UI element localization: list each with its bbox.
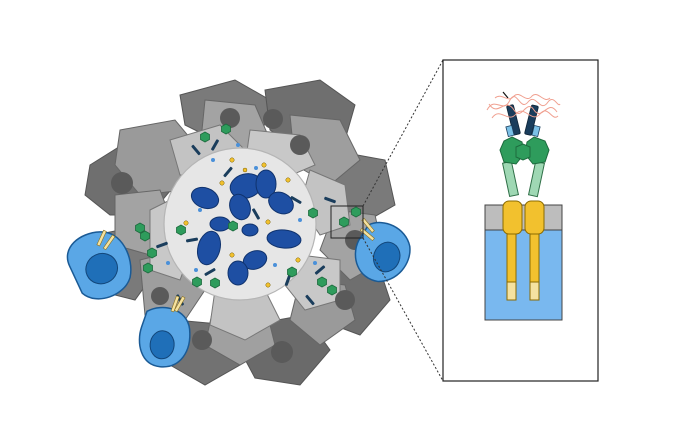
green-protein — [317, 276, 327, 288]
blue-dot — [211, 158, 215, 162]
cell-nucleus — [271, 341, 293, 363]
blue-dot — [194, 268, 198, 272]
yellow-dot — [219, 180, 225, 186]
blue-body — [266, 229, 302, 249]
cell-nucleus — [192, 330, 212, 350]
blue-body — [227, 260, 249, 286]
target-cell-membrane — [484, 204, 563, 231]
blue-dot — [298, 218, 302, 222]
cell-nucleus — [335, 290, 355, 310]
blue-body — [255, 169, 277, 199]
cell-nucleus — [111, 172, 133, 194]
pink-coil — [486, 94, 561, 119]
immune-cell — [66, 229, 132, 300]
green-protein — [221, 123, 231, 135]
green-protein — [147, 247, 157, 259]
green-protein — [339, 216, 349, 228]
tcr-receptors — [170, 295, 186, 313]
green-protein — [135, 222, 145, 234]
yellow-dot — [285, 177, 291, 183]
zoom-box — [330, 205, 364, 239]
core-particles — [176, 157, 302, 288]
cell-nucleus — [263, 109, 283, 129]
green-protein — [200, 131, 210, 143]
blue-dot — [236, 143, 240, 147]
inset-panel — [442, 59, 599, 382]
navy-ligand-arms — [506, 104, 539, 136]
tcr-receptors — [96, 229, 116, 251]
green-protein-complex — [499, 136, 550, 165]
immune-cell-nucleus — [85, 252, 119, 285]
blue-body — [209, 216, 231, 232]
yellow-dot — [265, 282, 271, 288]
yellow-dot — [242, 167, 248, 173]
immune-cell — [138, 295, 191, 368]
green-protein — [327, 284, 337, 296]
green-protein — [351, 206, 361, 218]
green-protein — [192, 276, 202, 288]
immune-cell — [354, 217, 411, 283]
dark-blue-bodies — [190, 169, 302, 286]
green-protein — [287, 266, 297, 278]
cell-nucleus — [220, 108, 240, 128]
tumor-cell-cluster — [79, 79, 396, 386]
small-tick — [502, 91, 509, 99]
blue-body — [241, 223, 259, 237]
peripheral-proteins — [135, 123, 361, 306]
zoom-connector-bottom — [362, 237, 444, 382]
yellow-dot — [183, 220, 189, 226]
blue-dot — [166, 261, 170, 265]
yellow-dot — [295, 257, 301, 263]
blue-body — [268, 191, 294, 215]
blue-dot — [198, 208, 202, 212]
green-protein — [210, 277, 220, 289]
green-protein — [140, 230, 150, 242]
green-protein — [228, 220, 238, 232]
target-cell-body — [484, 229, 563, 321]
green-protein — [143, 262, 153, 274]
blue-dot — [273, 263, 277, 267]
cell-nucleus — [290, 135, 310, 155]
cell-receptor — [502, 200, 523, 301]
blue-body — [190, 186, 220, 210]
yellow-dot — [265, 219, 271, 225]
zoom-connector-top — [362, 59, 444, 207]
green-protein — [308, 207, 318, 219]
cell-receptor — [524, 200, 545, 301]
yellow-dot — [229, 157, 235, 163]
blue-dot — [254, 166, 258, 170]
arm-tips — [505, 124, 541, 138]
blue-body — [229, 193, 251, 221]
blue-dot — [313, 261, 317, 265]
cell-nucleus — [151, 287, 169, 305]
yellow-dot — [229, 252, 235, 258]
immune-cell-nucleus — [149, 330, 175, 360]
yellow-dot — [261, 162, 267, 168]
blue-body — [196, 230, 222, 266]
green-protein — [176, 224, 186, 236]
